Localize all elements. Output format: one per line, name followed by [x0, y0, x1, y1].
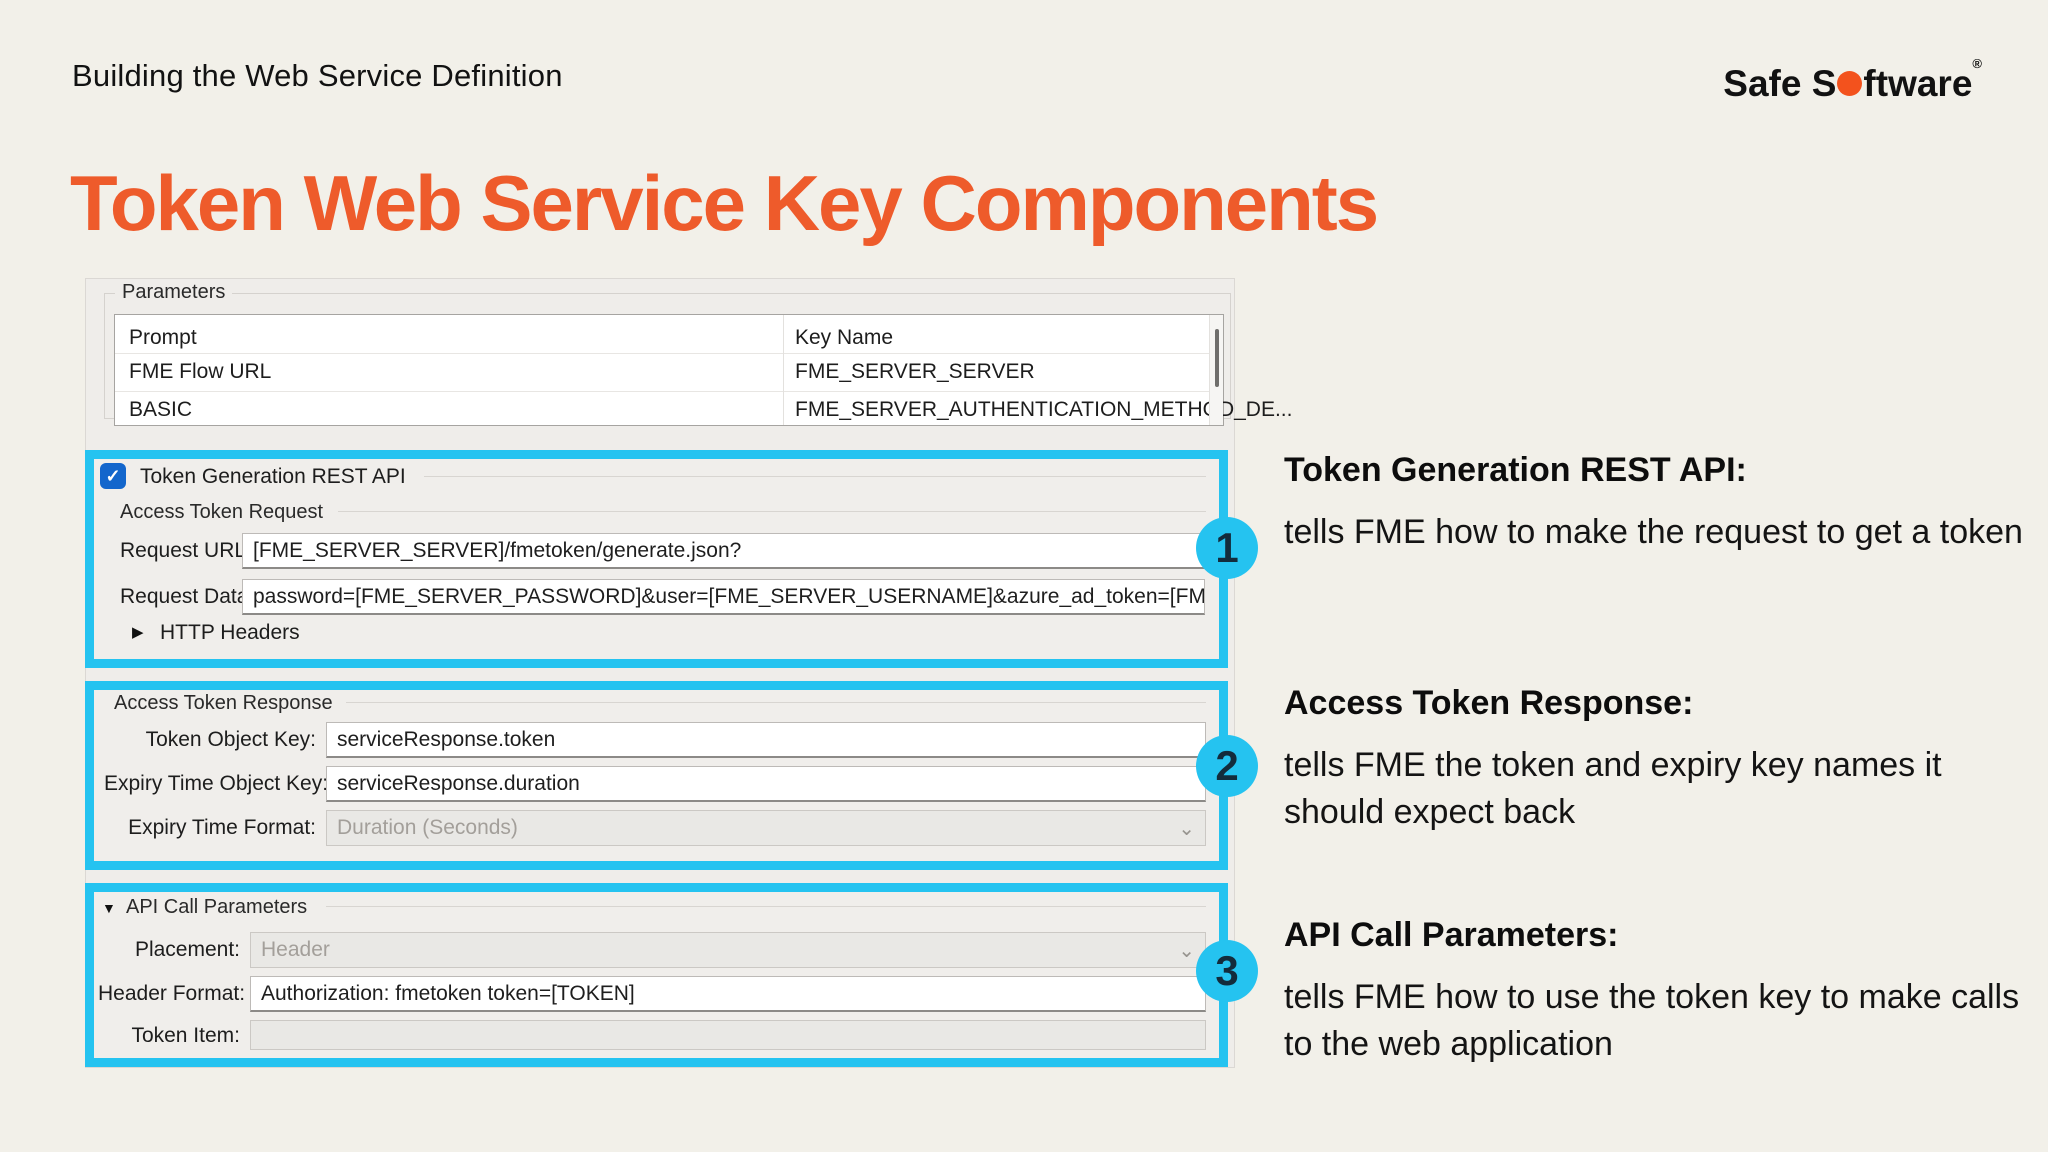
access-token-response-group-label: Access Token Response: [114, 692, 333, 714]
slide-eyebrow: Building the Web Service Definition: [72, 58, 563, 93]
callout-text-3: API Call Parameters: tells FME how to us…: [1284, 915, 2029, 1068]
table-cell-key-name[interactable]: FME_SERVER_SERVER: [795, 360, 1035, 383]
parameters-table[interactable]: Prompt Key Name FME Flow URL FME_SERVER_…: [114, 314, 1292, 426]
callout-body: tells FME the token and expiry key names…: [1284, 745, 1942, 831]
callout-marker-1: 1: [1196, 517, 1258, 579]
expanded-arrow-icon[interactable]: ▼: [102, 900, 116, 916]
header-format-label: Header Format:: [98, 982, 246, 1005]
expiry-time-object-key-input[interactable]: serviceResponse.duration: [326, 766, 1206, 802]
token-item-label: Token Item:: [131, 1024, 240, 1047]
column-divider: [783, 315, 784, 425]
token-generation-checkbox[interactable]: ✓: [100, 463, 126, 489]
expiry-time-format-label: Expiry Time Format:: [128, 816, 316, 839]
callout-marker-2: 2: [1196, 735, 1258, 797]
token-object-key-label: Token Object Key:: [145, 728, 316, 751]
table-scrollbar[interactable]: [1209, 315, 1223, 425]
token-item-input: [250, 1020, 1206, 1050]
column-header-key-name: Key Name: [795, 326, 894, 349]
callout-text-2: Access Token Response: tells FME the tok…: [1284, 683, 2029, 836]
request-url-label: Request URL:: [120, 539, 252, 562]
callout-body: tells FME how to make the request to get…: [1284, 512, 2023, 551]
token-generation-checkbox-label[interactable]: Token Generation REST API: [140, 465, 406, 488]
highlight-box-token-response: Access Token Response Token Object Key: …: [85, 681, 1228, 870]
chevron-down-icon: ⌄: [1178, 818, 1195, 840]
callout-heading: Access Token Response:: [1284, 684, 1694, 722]
request-data-label: Request Data:: [120, 585, 255, 608]
placement-select: Header ⌄: [250, 932, 1206, 968]
logo-text-left: Safe S: [1723, 63, 1837, 104]
expiry-time-object-key-label: Expiry Time Object Key:: [104, 772, 329, 795]
callout-text-1: Token Generation REST API: tells FME how…: [1284, 450, 2029, 556]
column-header-prompt: Prompt: [129, 326, 197, 349]
request-data-input[interactable]: password=[FME_SERVER_PASSWORD]&user=[FME…: [242, 579, 1205, 615]
callout-body: tells FME how to use the token key to ma…: [1284, 977, 2020, 1063]
slide-title: Token Web Service Key Components: [70, 159, 1379, 247]
table-cell-prompt[interactable]: BASIC: [129, 398, 193, 421]
callout-heading: Token Generation REST API:: [1284, 451, 1747, 489]
header-format-input[interactable]: Authorization: fmetoken token=[TOKEN]: [250, 976, 1206, 1012]
chevron-down-icon: ⌄: [1178, 940, 1195, 962]
http-headers-disclosure[interactable]: HTTP Headers: [160, 621, 300, 644]
token-object-key-input[interactable]: serviceResponse.token: [326, 722, 1206, 758]
callout-heading: API Call Parameters:: [1284, 916, 1619, 954]
expiry-time-format-select: Duration (Seconds) ⌄: [326, 810, 1206, 846]
placement-label: Placement:: [134, 938, 240, 961]
logo-text-right: ftware: [1863, 63, 1973, 104]
table-cell-key-name[interactable]: FME_SERVER_AUTHENTICATION_METHOD_DE...: [795, 398, 1293, 421]
parameters-groupbox: Parameters Prompt Key Name FME Flow URL …: [104, 281, 1292, 426]
request-url-input[interactable]: [FME_SERVER_SERVER]/fmetoken/generate.js…: [242, 533, 1205, 569]
scrollbar-thumb[interactable]: [1215, 329, 1219, 387]
highlight-box-api-call-parameters: ▼ API Call Parameters Placement: Header …: [85, 883, 1228, 1067]
table-cell-prompt[interactable]: FME Flow URL: [129, 360, 272, 383]
highlight-box-token-generation: ✓ Token Generation REST API Access Token…: [85, 450, 1228, 668]
callout-marker-3: 3: [1196, 940, 1258, 1002]
parameters-group-label: Parameters: [115, 281, 233, 304]
api-call-parameters-group-label[interactable]: API Call Parameters: [126, 896, 308, 918]
logo-orange-dot-icon: [1837, 71, 1863, 96]
safe-software-logo: Safe S ftware®: [1723, 56, 1982, 105]
logo-trademark: ®: [1972, 56, 1982, 71]
checkmark-icon: ✓: [105, 466, 121, 486]
collapsed-arrow-icon[interactable]: ▶: [132, 624, 144, 641]
access-token-request-group-label: Access Token Request: [120, 501, 324, 523]
